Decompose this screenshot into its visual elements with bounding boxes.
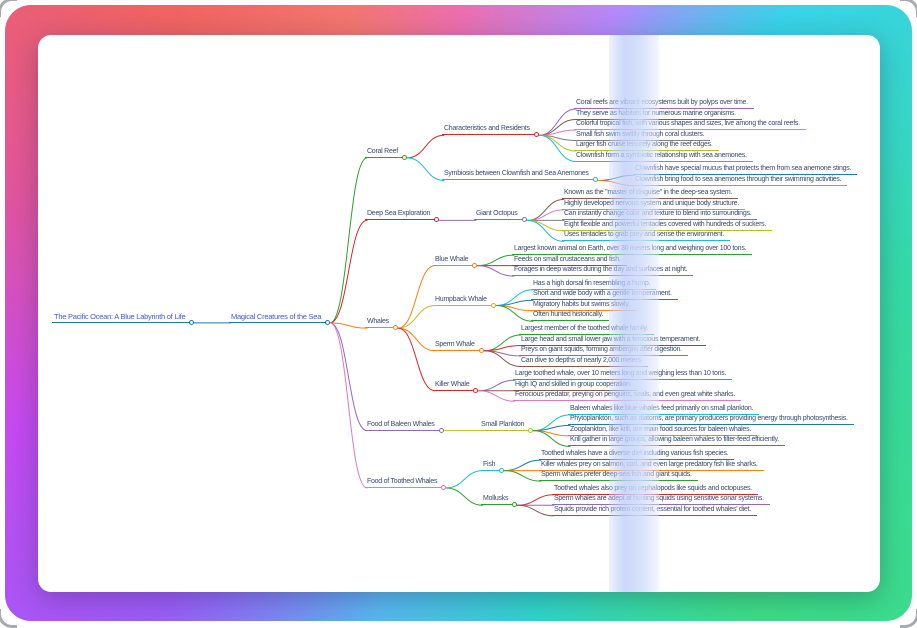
mindmap-topic-node[interactable]: Symbiosis between Clownfish and Sea Anem… <box>442 169 595 181</box>
mindmap-topic-node[interactable]: Food of Baleen Whales <box>365 420 441 431</box>
mindmap-leaf-node[interactable]: Krill gather in large groups, allowing b… <box>568 435 785 447</box>
mindmap-leaf-node[interactable]: Large toothed whale, over 10 meters long… <box>513 369 733 381</box>
collapse-toggle[interactable] <box>491 302 496 308</box>
mindmap-topic-node[interactable]: Magical Creatures of the Sea <box>229 312 328 323</box>
mindmap-leaf-node[interactable]: Largest member of the toothed whale fami… <box>519 324 654 335</box>
mindmap-leaf-node[interactable]: Eight flexible and powerful tentacles co… <box>562 220 773 231</box>
collapse-toggle[interactable] <box>393 325 398 331</box>
mindmap-leaf-node[interactable]: Phytoplankton, such as diatoms, are prim… <box>568 414 854 426</box>
mindmap-topic-node[interactable]: Coral Reef <box>365 147 404 158</box>
mindmap-leaf-node[interactable]: Larger fish cruise leisurely along the r… <box>574 140 719 151</box>
mindmap-topic-node[interactable]: Giant Octopus <box>474 209 524 221</box>
mindmap-leaf-node[interactable]: Toothed whales have a diverse diet inclu… <box>539 449 735 461</box>
collapse-toggle[interactable] <box>593 177 598 183</box>
mindmap-leaf-node[interactable]: Feeds on small crustaceans and fish. <box>512 255 627 266</box>
mindmap-leaf-node[interactable]: Can instantly change color and texture t… <box>562 209 758 221</box>
mindmap-leaf-node[interactable]: Killer whales prey on salmon, cod, and e… <box>539 460 764 471</box>
collapse-toggle[interactable] <box>439 427 444 433</box>
collapse-toggle[interactable] <box>522 217 527 223</box>
mindmap-leaf-node[interactable]: Coral reefs are vibrant ecosystems built… <box>574 98 754 109</box>
collapse-toggle[interactable] <box>528 427 533 433</box>
mindmap-topic-node[interactable]: Humpback Whale <box>433 295 493 306</box>
collapse-toggle[interactable] <box>534 132 539 138</box>
mindmap-leaf-node[interactable]: Small fish swim swiftly through coral cl… <box>574 130 711 141</box>
mindmap-leaf-node[interactable]: Uses tentacles to grab prey and sense th… <box>562 230 731 242</box>
mindmap-leaf-node[interactable]: Ferocious predator, preying on penguins,… <box>513 390 741 402</box>
mindmap-topic-node[interactable]: The Pacific Ocean: A Blue Labyrinth of L… <box>52 312 192 323</box>
mindmap-leaf-node[interactable]: Preys on giant squids, forming ambergris… <box>519 345 688 356</box>
mindmap-leaf-node[interactable]: Clownfish bring food to sea anemones thr… <box>633 175 848 186</box>
mindmap-topic-node[interactable]: Blue Whale <box>433 255 475 266</box>
collapse-toggle[interactable] <box>441 484 446 490</box>
collapse-toggle[interactable] <box>512 502 517 508</box>
mindmap-topic-node[interactable]: Deep Sea Exploration <box>365 209 437 221</box>
collapse-toggle[interactable] <box>325 319 330 325</box>
mindmap-leaf-node[interactable]: They serve as habitats for numerous mari… <box>574 109 742 120</box>
mindmap-leaf-node[interactable]: Clownfish form a symbiotic relationship … <box>574 151 753 162</box>
mindmap-topic-node[interactable]: Fish <box>481 460 502 471</box>
mindmap-leaf-node[interactable]: Largest known animal on Earth, over 30 m… <box>512 244 753 256</box>
mindmap-leaf-node[interactable]: Known as the "master of disguise" in the… <box>562 188 739 200</box>
mindmap-topic-node[interactable]: Food of Toothed Whales <box>365 477 444 488</box>
mindmap-leaf-node[interactable]: Colorful tropical fish, with various sha… <box>574 119 806 130</box>
mindmap-leaf-node[interactable]: Sperm whales are adept at hunting squids… <box>552 494 770 506</box>
mindmap-leaf-node[interactable]: Toothed whales also prey on cephalopods … <box>552 484 758 495</box>
mindmap-leaf-node[interactable]: Clownfish have special mucus that protec… <box>633 164 858 176</box>
mindmap-canvas[interactable]: The Pacific Ocean: A Blue Labyrinth of L… <box>38 35 880 592</box>
mindmap-leaf-node[interactable]: Highly developed nervous system and uniq… <box>562 199 745 210</box>
mindmap-topic-node[interactable]: Killer Whale <box>433 380 476 391</box>
mindmap-leaf-node[interactable]: Migratory habits but swims slowly. <box>531 300 636 311</box>
collapse-toggle[interactable] <box>402 154 407 160</box>
frame-corner-accent <box>0 0 17 17</box>
collapse-toggle[interactable] <box>434 217 439 223</box>
mindmap-leaf-node[interactable]: Often hunted historically. <box>531 310 610 322</box>
mindmap-leaf-node[interactable]: Sperm whales prefer deep-sea fish and gi… <box>539 470 698 482</box>
mindmap-topic-node[interactable]: Small Plankton <box>479 420 531 431</box>
collapse-toggle[interactable] <box>499 467 504 473</box>
mindmap-topic-node[interactable]: Characteristics and Residents <box>442 124 536 136</box>
mindmap-leaf-node[interactable]: Large head and small lower jaw with a fe… <box>519 335 707 346</box>
collapse-toggle[interactable] <box>473 387 478 393</box>
mindmap-leaf-node[interactable]: High IQ and skilled in group cooperation… <box>513 380 638 391</box>
mindmap-leaf-node[interactable]: Forages in deep waters during the day an… <box>512 265 694 277</box>
mindmap-topic-node[interactable]: Whales <box>365 317 395 329</box>
mindmap-leaf-node[interactable]: Can dive to depths of nearly 2,000 meter… <box>519 356 649 367</box>
mindmap-leaf-node[interactable]: Short and wide body with a gentle temper… <box>531 289 678 301</box>
collapse-toggle[interactable] <box>189 319 194 325</box>
mindmap-leaf-node[interactable]: Squids provide rich protein content, ess… <box>552 505 757 516</box>
mindmap-topic-node[interactable]: Sperm Whale <box>433 340 481 351</box>
mindmap-leaf-node[interactable]: Baleen whales like blue whales feed prim… <box>568 404 760 415</box>
collapse-toggle[interactable] <box>479 347 484 353</box>
collapse-toggle[interactable] <box>472 262 477 268</box>
mindmap-topic-node[interactable]: Mollusks <box>481 494 515 506</box>
mindmap-card: The Pacific Ocean: A Blue Labyrinth of L… <box>38 35 880 592</box>
mindmap-leaf-node[interactable]: Has a high dorsal fin resembling a hump. <box>531 279 657 290</box>
mindmap-leaf-node[interactable]: Zooplankton, like krill, are main food s… <box>568 425 758 436</box>
